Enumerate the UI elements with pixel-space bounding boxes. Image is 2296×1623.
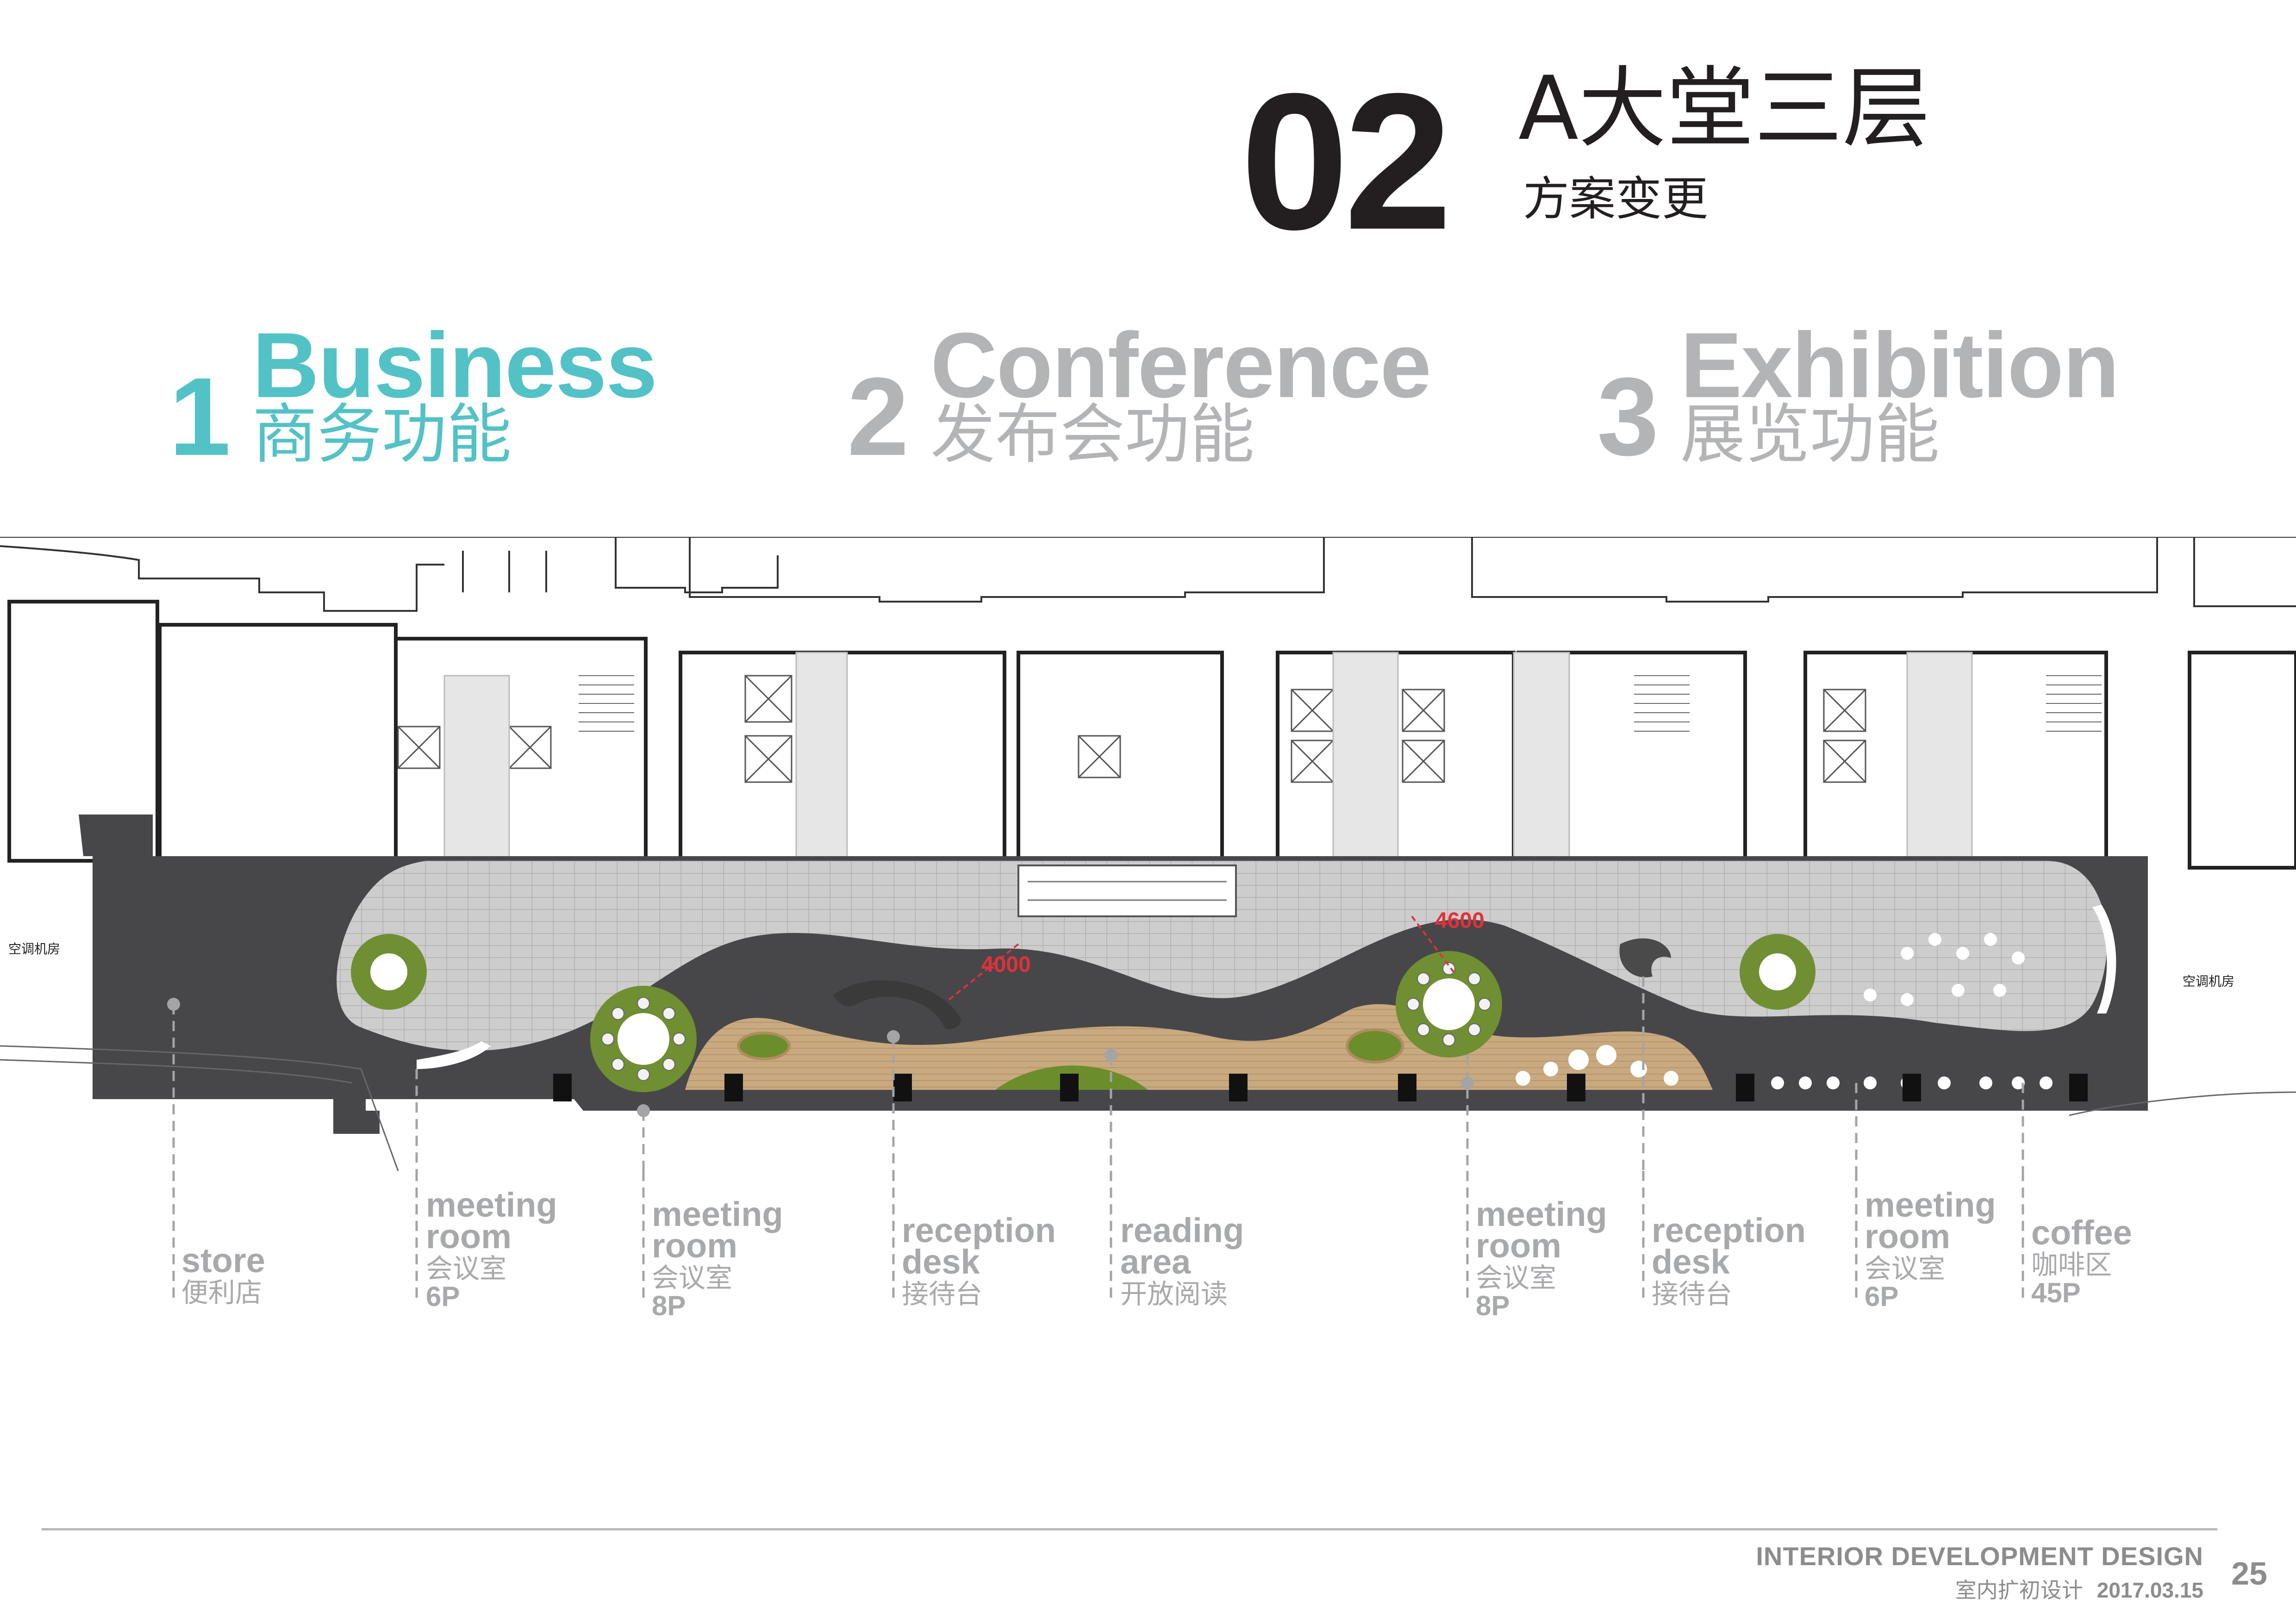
columns	[553, 1074, 2088, 1101]
dimension-4000: 4000	[981, 952, 1031, 977]
label-meeting-room-6p-1: meeting room 会议室 6P	[426, 1186, 557, 1312]
label-en: reception desk	[902, 1211, 1056, 1281]
section-subtitle: 方案变更	[1523, 172, 1708, 226]
tab-label-zh: 商务功能	[252, 397, 512, 473]
tab-label-en: Business	[252, 314, 657, 417]
label-capacity: 8P	[652, 1290, 686, 1322]
label-coffee: coffee 咖啡区 45P	[2031, 1213, 2152, 1309]
tab-label-en: Conference	[930, 314, 1431, 417]
label-en: reading area	[1120, 1211, 1244, 1281]
footer-divider	[42, 1528, 2217, 1530]
leader-lines	[172, 976, 2024, 1171]
tab-label-zh: 发布会功能	[930, 397, 1255, 473]
label-capacity: 6P	[426, 1281, 460, 1312]
bench-right	[2092, 905, 2116, 1014]
tab-business[interactable]: 1 Business 商务功能	[169, 319, 724, 477]
label-zh: 会议室	[1476, 1262, 1557, 1294]
coffee-tables	[1516, 933, 2053, 1089]
stairs	[579, 675, 2102, 732]
chairs	[601, 962, 1491, 1081]
label-en: reception desk	[1652, 1211, 1806, 1281]
label-meeting-room-8p-2: meeting room 会议室 8P	[1476, 1195, 1607, 1322]
dimension-4600: 4600	[1435, 908, 1485, 933]
leader-dots	[167, 998, 1474, 1117]
building-outline	[0, 537, 2296, 612]
tab-number: 2	[847, 354, 909, 479]
escalator	[1017, 864, 1237, 917]
tab-number: 1	[169, 354, 231, 479]
label-en: meeting room	[1865, 1186, 1996, 1256]
footer-title-zh: 室内扩初设计 2017.03.15	[1955, 1573, 2203, 1604]
label-zh: 接待台	[1652, 1278, 1733, 1310]
label-en: coffee	[2031, 1213, 2132, 1252]
label-reception-desk-1: reception desk 接待台	[902, 1211, 1056, 1310]
light-floor	[337, 861, 2107, 1051]
label-zh: 会议室	[1865, 1253, 1946, 1285]
section-title: A大堂三层	[1518, 57, 1930, 160]
reception-desk-1	[833, 980, 961, 1029]
label-zh: 接待台	[902, 1278, 983, 1310]
leader-line-extensions	[172, 1171, 2024, 1300]
tab-label-zh: 展览功能	[1680, 397, 1940, 473]
label-en: meeting room	[426, 1186, 557, 1256]
label-en: store	[181, 1241, 265, 1280]
reception-desk-2	[1619, 938, 1671, 977]
floor-plan: 4000 4600 空调机房 空调机房	[0, 537, 2296, 1171]
label-capacity: 45P	[2031, 1277, 2081, 1309]
label-en: meeting room	[652, 1195, 783, 1265]
footer-title-zh-text: 室内扩初设计	[1955, 1578, 2083, 1603]
label-reception-desk-2: reception desk 接待台	[1652, 1211, 1806, 1310]
footer-title-en: INTERIOR DEVELOPMENT DESIGN	[1756, 1542, 2203, 1571]
label-meeting-room-6p-2: meeting room 会议室 6P	[1865, 1186, 1996, 1312]
label-store: store 便利店	[181, 1241, 265, 1309]
label-capacity: 8P	[1476, 1290, 1510, 1322]
label-capacity: 6P	[1865, 1281, 1899, 1312]
label-zh: 会议室	[426, 1253, 507, 1285]
footer-date: 2017.03.15	[2096, 1578, 2203, 1602]
bench-left	[417, 1041, 491, 1069]
section-number: 02	[1241, 53, 1452, 270]
tab-number: 3	[1597, 354, 1659, 479]
page-number: 25	[2231, 1555, 2267, 1592]
tab-conference[interactable]: 2 Conference 发布会功能	[847, 319, 1495, 477]
label-en: meeting room	[1476, 1195, 1607, 1265]
room-label-ac-left: 空调机房	[8, 941, 60, 957]
dimension-lines	[948, 915, 1454, 1001]
label-zh: 便利店	[181, 1277, 262, 1309]
label-meeting-room-8p-1: meeting room 会议室 8P	[652, 1195, 783, 1322]
tab-exhibition[interactable]: 3 Exhibition 展览功能	[1597, 319, 2199, 477]
tab-label-en: Exhibition	[1680, 314, 2120, 417]
room-label-ac-right: 空调机房	[2183, 974, 2234, 989]
label-zh: 咖啡区	[2031, 1249, 2112, 1281]
label-zh: 开放阅读	[1120, 1278, 1228, 1310]
label-reading-area: reading area 开放阅读	[1120, 1211, 1244, 1310]
label-zh: 会议室	[652, 1262, 733, 1294]
